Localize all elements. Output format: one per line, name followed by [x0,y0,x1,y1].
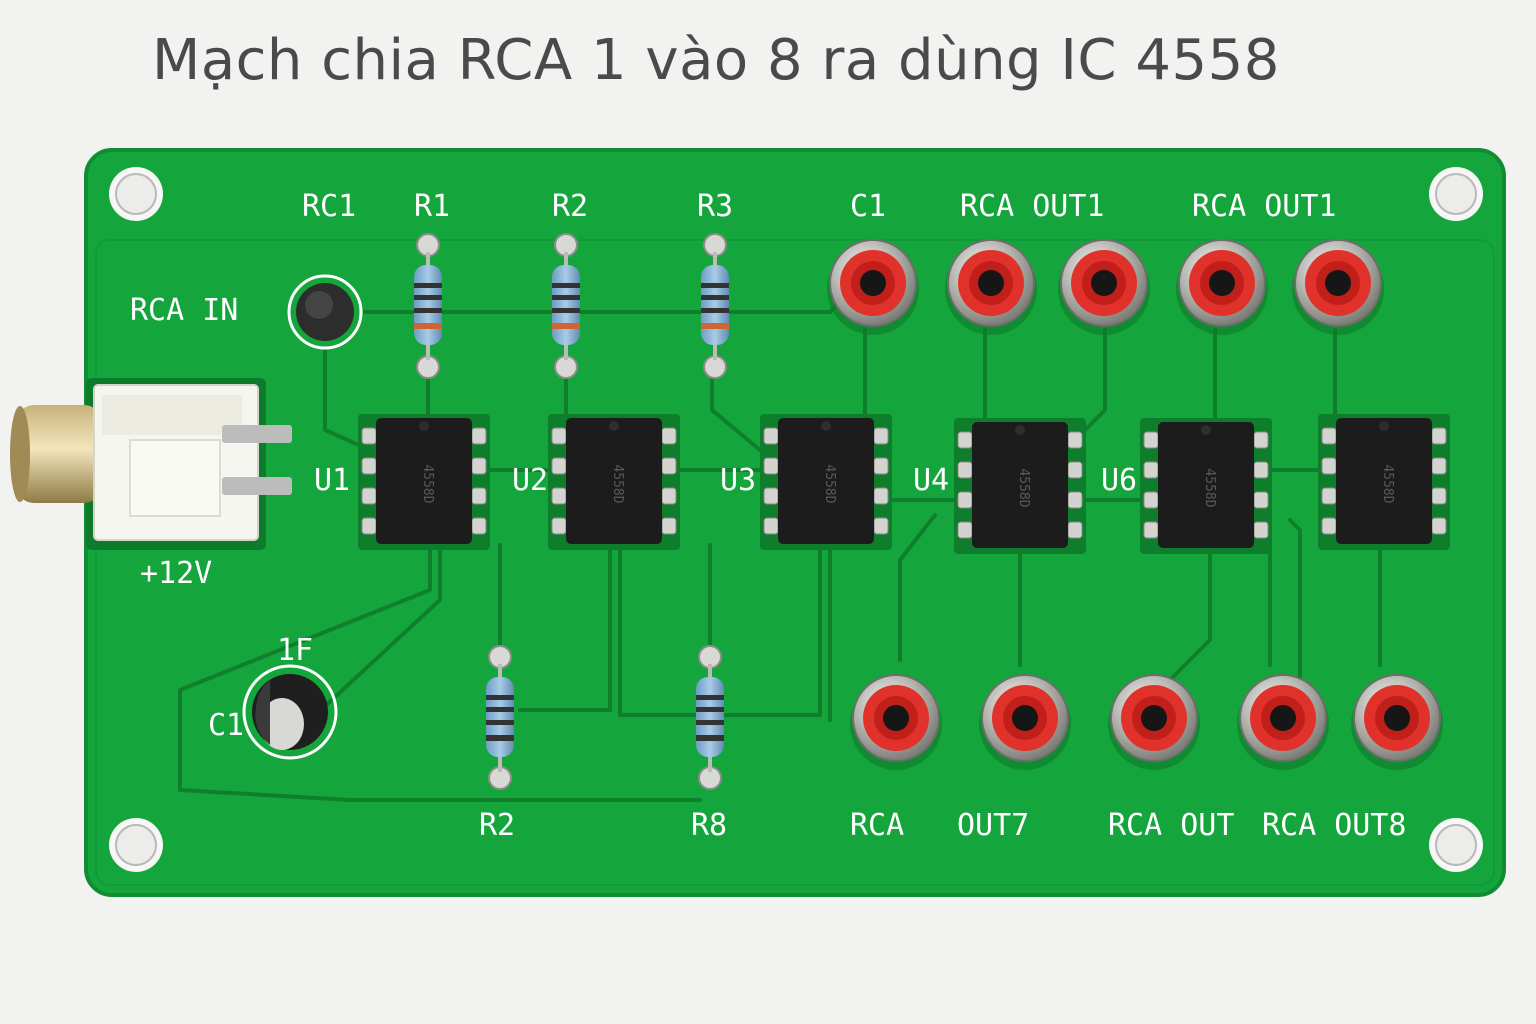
label-rca-in: RCA IN [130,293,238,328]
label-rca-out-bottom: RCA OUT [1108,808,1234,843]
mounting-hole-icon [1429,818,1483,872]
chip-marking: 4558D [1202,468,1217,507]
resistor-icon [552,233,580,379]
label-c1-top: C1 [850,189,886,224]
chip-marking: 4558D [822,464,837,503]
label-r2-bottom: R2 [479,808,515,843]
page-title: Mạch chia RCA 1 vào 8 ra dùng IC 4558 [152,28,1280,93]
dip8-ic-icon: 4558D [1318,414,1450,550]
label-r3: R3 [697,189,733,224]
label-out7: OUT7 [957,808,1029,843]
mounting-hole-icon [1429,167,1483,221]
dip8-ic-icon: 4558D [548,414,680,550]
rca-jack-icon [1237,674,1329,770]
capacitor-icon [287,274,363,350]
label-rca-bottom: RCA [850,808,904,843]
rca-jack-icon [979,674,1071,770]
chip-marking: 4558D [420,464,435,503]
power-connector-icon [10,378,292,550]
label-u3: U3 [720,463,756,498]
resistor-icon [701,233,729,379]
rca-jack-icon [1108,674,1200,770]
capacitor-icon [242,664,338,760]
dip8-ic-icon: 4558D [358,414,490,550]
label-cap-value: 1F [277,633,313,668]
dip8-ic-icon: 4558D [954,418,1086,554]
resistor-icon [414,233,442,379]
rca-jack-icon [1292,239,1384,335]
dip8-ic-icon: 4558D [1140,418,1272,554]
resistor-icon [486,645,514,790]
resistor-icon [696,645,724,790]
rca-jack-icon [850,674,942,770]
mounting-hole-icon [109,167,163,221]
chip-marking: 4558D [610,464,625,503]
label-rca-out8: RCA OUT8 [1262,808,1407,843]
dip8-ic-icon: 4558D [760,414,892,550]
label-u2: U2 [512,463,548,498]
chip-marking: 4558D [1016,468,1031,507]
label-rca-out-b: RCA OUT1 [1192,189,1337,224]
mounting-hole-icon [109,818,163,872]
label-r8: R8 [691,808,727,843]
label-rc1: RC1 [302,189,356,224]
label-rca-out-a: RCA OUT1 [960,189,1105,224]
rca-jack-icon [827,239,919,335]
rca-jack-icon [1176,239,1268,335]
label-u1: U1 [314,463,350,498]
label-r2-top: R2 [552,189,588,224]
rca-jack-icon [1351,674,1443,770]
label-u6: U6 [1101,463,1137,498]
rca-jack-icon [945,239,1037,335]
label-plus12v: +12V [140,556,212,591]
label-c1-bottom: C1 [208,708,244,743]
rca-jack-icon [1058,239,1150,335]
chip-marking: 4558D [1380,464,1395,503]
label-u4: U4 [913,463,949,498]
label-r1: R1 [414,189,450,224]
